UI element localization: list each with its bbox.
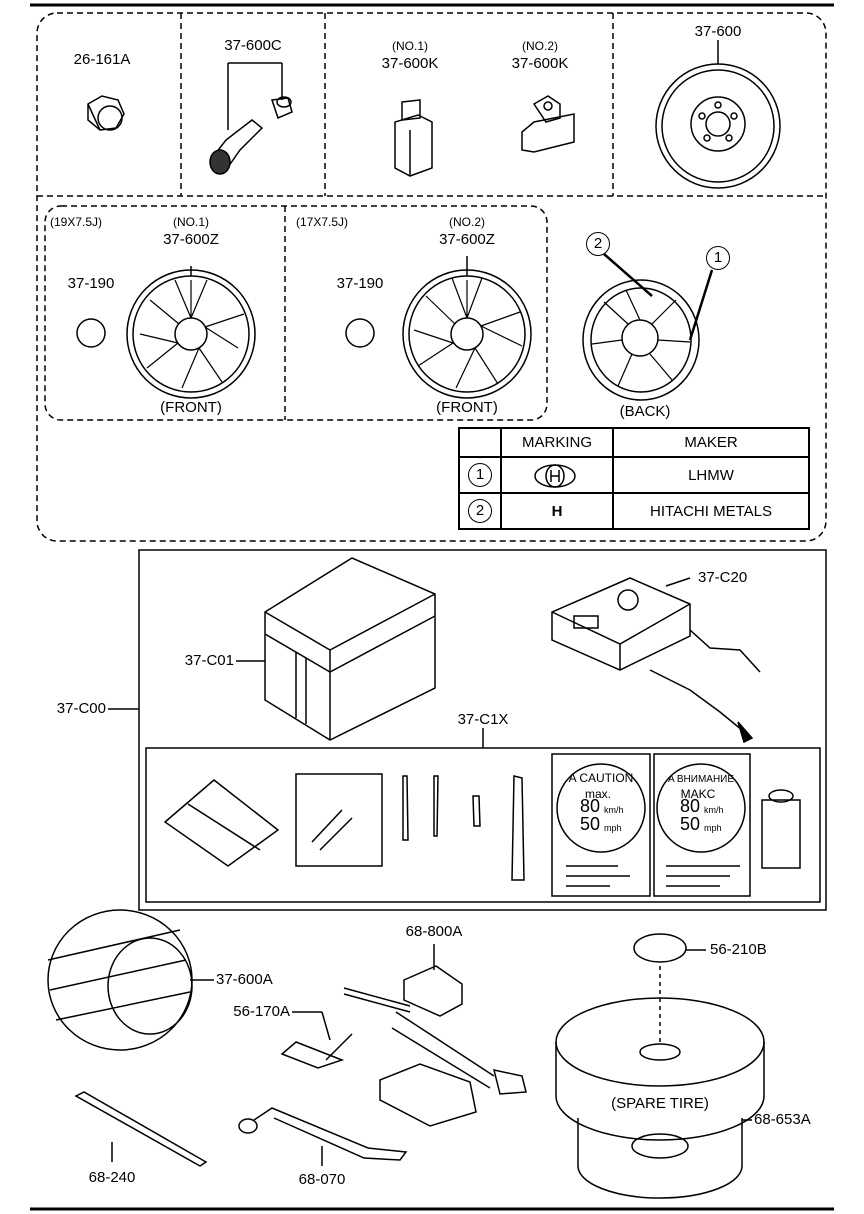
repair-kit-contents-drawing	[163, 753, 801, 897]
mark-callout-1: 1	[706, 246, 730, 270]
maker-hitachi: HITACHI METALS	[612, 492, 810, 530]
table-row: 1 LHMW	[458, 456, 810, 494]
label-37-c01: 37-C01	[184, 652, 234, 669]
alloy-wheel-17-drawing	[345, 256, 532, 399]
lug-wrench-drawing	[238, 1107, 408, 1166]
label-size-19: (19X7.5J)	[50, 215, 103, 229]
alloy-wheel-19-drawing	[76, 266, 256, 399]
label-37-600: 37-600	[694, 23, 742, 40]
sticker-vnimanie-title: A ВНИМАНИЕ	[667, 774, 735, 785]
label-56-210b: 56-210B	[710, 941, 767, 958]
label-37-190-2: 37-190	[336, 275, 384, 292]
sticker-speed-50-ru: 50	[680, 814, 701, 834]
header-marking: MARKING	[500, 427, 614, 458]
label-37-c00: 37-C00	[56, 700, 106, 717]
table-row: 2 H HITACHI METALS	[458, 492, 810, 530]
label-spare-tire: (SPARE TIRE)	[611, 1095, 709, 1112]
tool-kit-box	[138, 549, 827, 911]
valve-drawing	[209, 62, 293, 175]
sticker-speed-80: 80	[580, 796, 601, 816]
sticker-makc: MAKC	[680, 787, 716, 801]
sticker-kmh: km/h	[604, 805, 624, 815]
alloy-wheel-box	[44, 205, 548, 421]
label-68-653a: 68-653A	[754, 1111, 811, 1128]
row-number: 1	[468, 463, 492, 487]
air-compressor-drawing	[551, 577, 761, 744]
lhmw-mark-cell	[500, 456, 614, 494]
mark-callout-2: 2	[586, 232, 610, 256]
label-37-190-1: 37-190	[67, 275, 115, 292]
label-front-2: (FRONT)	[436, 399, 498, 416]
label-37-c1x: 37-C1X	[457, 711, 509, 728]
hook-tool-drawing	[74, 1091, 208, 1167]
sticker-mph: mph	[604, 823, 622, 833]
label-no2-wheel: (NO.2)	[449, 215, 485, 229]
label-68-800a: 68-800A	[405, 923, 463, 940]
label-front-1: (FRONT)	[160, 399, 222, 416]
spare-tire-drawing	[555, 933, 765, 1141]
label-37-600z-1: 37-600Z	[163, 231, 219, 248]
sticker-max: max.	[584, 787, 612, 801]
balance-weight-2-drawing	[521, 95, 575, 153]
label-no2-weight: (NO.2)	[522, 39, 558, 53]
temporary-spare-wheel-drawing	[655, 40, 781, 189]
label-68-240: 68-240	[88, 1169, 136, 1186]
wheel-back-drawing	[582, 253, 714, 401]
sticker-speed-80-ru: 80	[680, 796, 701, 816]
lug-nut-drawing	[87, 95, 125, 131]
jack-handle-drawing	[280, 1011, 353, 1069]
balance-weight-1-drawing	[394, 99, 433, 177]
label-37-600k-1: 37-600K	[381, 55, 439, 72]
label-no1-wheel: (NO.1)	[173, 215, 209, 229]
label-37-600z-2: 37-600Z	[439, 231, 495, 248]
label-37-600a: 37-600A	[216, 971, 273, 988]
maker-lhmw: LHMW	[612, 456, 810, 494]
tire-drawing	[47, 909, 214, 1051]
wheel-group-box	[36, 12, 827, 542]
carton-drawing	[236, 557, 436, 741]
marking-table: MARKING MAKER 1 LHMW 2 H HITACHI METALS	[458, 427, 810, 530]
sticker-caution-title: A CAUTION	[568, 771, 634, 785]
label-no1-weight: (NO.1)	[392, 39, 428, 53]
label-size-17: (17X7.5J)	[296, 215, 349, 229]
foam-tray-drawing	[577, 1118, 752, 1199]
row-number: 2	[468, 499, 492, 523]
label-37-600c: 37-600C	[224, 37, 282, 54]
label-back: (BACK)	[619, 403, 671, 420]
label-37-600k-2: 37-600K	[511, 55, 569, 72]
table-header-row: MARKING MAKER	[458, 427, 810, 458]
sticker-kmh-ru: km/h	[704, 805, 724, 815]
header-maker: MAKER	[612, 427, 810, 458]
label-56-170a: 56-170A	[233, 1003, 290, 1020]
hitachi-mark: H	[500, 492, 614, 530]
label-26-161a: 26-161A	[73, 51, 131, 68]
label-37-c20: 37-C20	[698, 569, 748, 586]
jack-drawing	[343, 944, 527, 1127]
sticker-speed-50: 50	[580, 814, 601, 834]
sticker-mph-ru: mph	[704, 823, 722, 833]
label-68-070: 68-070	[298, 1171, 346, 1188]
